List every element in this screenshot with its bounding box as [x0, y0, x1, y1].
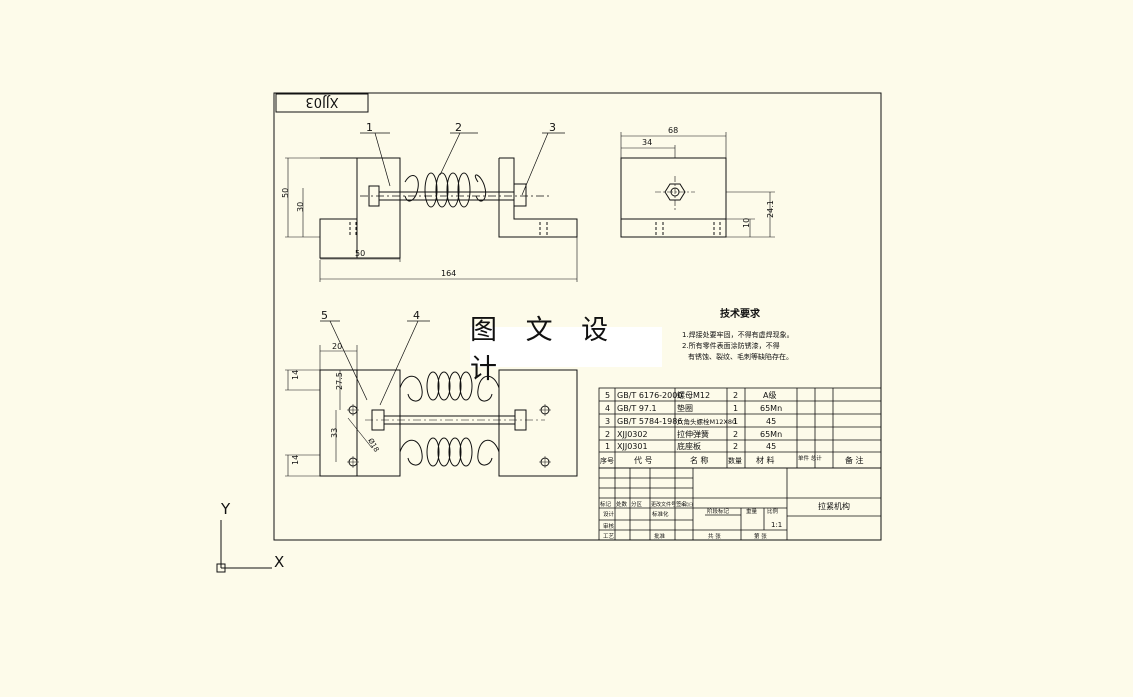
balloon-2: 2: [455, 121, 462, 134]
tb-date: 年月日: [681, 501, 693, 507]
tb-stage: 阶段标记: [707, 507, 730, 515]
bom-row-1-code: XJJ0301: [617, 442, 648, 451]
dim-top-d3: 27.5: [335, 372, 344, 390]
bom-header-code: 代 号: [634, 455, 653, 465]
tb-mark: 标记: [600, 500, 612, 508]
bom-row-4-code: GB/T 97.1: [617, 404, 657, 413]
bom-grid: [598, 387, 882, 469]
balloon-5: 5: [321, 309, 328, 322]
tech-line-3: 有锈蚀、裂纹、毛刺等缺陷存在。: [688, 352, 793, 361]
bom-header-weight: 单件 总计: [798, 454, 822, 462]
bom-row-5-qty: 2: [733, 391, 738, 400]
balloon-1: 1: [366, 121, 373, 134]
tb-change-no: 更改文件号: [651, 501, 676, 508]
spring-front: [404, 172, 487, 208]
tech-line-2: 2.所有零件表面涂防锈漆，不得: [682, 341, 780, 350]
tb-zone: 分区: [631, 500, 643, 508]
bom-row-3-qty: 1: [733, 417, 738, 426]
bom-row-4-material: 65Mn: [760, 404, 782, 413]
tb-sheet: 第 张: [754, 532, 767, 540]
tb-weight: 重量: [746, 507, 758, 515]
balloon-4: 4: [413, 309, 420, 322]
tb-part-name: 拉紧机构: [818, 501, 850, 511]
dim-front-height: 50: [281, 188, 290, 198]
side-view: [620, 132, 775, 238]
bom-row-3-material: 45: [766, 417, 776, 426]
tb-sheets: 共 张: [708, 532, 721, 540]
tb-standard: 标准化: [652, 510, 669, 518]
dim-side-half: 34: [642, 138, 652, 147]
tb-sign: 签名: [676, 500, 687, 508]
dim-side-h2: 10: [742, 218, 751, 228]
dim-top-d2: 14: [291, 370, 300, 380]
bom-row-3-no: 3: [605, 417, 610, 426]
tb-scale: 1:1: [771, 521, 782, 529]
bom-row-1-material: 45: [766, 442, 776, 451]
dim-top-dia: Ø18: [366, 437, 380, 453]
bom-row-3-name: 六角头螺栓M12X80: [677, 417, 736, 426]
sheet-border: [273, 92, 882, 541]
dim-side-h1: 24.1: [766, 200, 775, 218]
bom-header-material: 材 料: [756, 455, 775, 465]
dim-top-d5: 14: [291, 455, 300, 465]
bom-row-4-name: 垫圈: [677, 403, 693, 413]
drawing-code: XJJ03: [305, 94, 338, 109]
bom-header-no: 序号: [600, 456, 614, 465]
ucs-x-label: X: [274, 553, 284, 571]
watermark-title: 图 文 设 计: [470, 315, 662, 385]
tech-title: 技术要求: [720, 307, 761, 320]
tech-line-1: 1.焊接处要牢固，不得有虚焊现象。: [682, 330, 794, 339]
balloon-3: 3: [549, 121, 556, 134]
dim-front-bottom: 50: [355, 249, 365, 258]
bom-row-5-code: GB/T 6176-2000: [617, 391, 682, 400]
front-view: [285, 157, 578, 282]
tb-scale-label: 比例: [767, 507, 779, 515]
bom-header-qty: 数量: [728, 456, 742, 465]
spring-top-view-lower: [399, 437, 500, 467]
bom-row-4-qty: 1: [733, 404, 738, 413]
leader-lines: [320, 132, 565, 406]
top-view: [285, 345, 578, 477]
bom-row-4-no: 4: [605, 404, 610, 413]
title-block-labels: 标记 处数 分区 更改文件号 签名 年月日 设计 标准化 审核 工艺 批准 阶段…: [600, 500, 779, 540]
tb-designer: 设计: [603, 510, 615, 518]
dim-front-inner: 30: [296, 202, 305, 212]
tb-review: 审核: [603, 522, 615, 530]
bom-row-3-code: GB/T 5784-1986: [617, 417, 682, 426]
bom-row-1-qty: 2: [733, 442, 738, 451]
bom-row-2-qty: 2: [733, 430, 738, 439]
title-block-grid: [598, 467, 882, 541]
dim-side-width: 68: [668, 126, 678, 135]
bom-row-5-material: A级: [763, 390, 776, 400]
bom-row-2-no: 2: [605, 430, 610, 439]
bom-row-2-name: 拉伸弹簧: [677, 429, 709, 439]
bom-row-1-name: 底座板: [677, 441, 701, 451]
bom-row-2-code: XJJ0302: [617, 430, 648, 439]
dim-top-d4: 33: [330, 428, 339, 438]
ucs-y-label: Y: [220, 500, 231, 518]
bom-row-1-no: 1: [605, 442, 610, 451]
bom-row-5-name: 螺母M12: [677, 390, 710, 400]
bom-header-note: 备 注: [845, 455, 864, 465]
ucs-icon: [216, 520, 272, 573]
bom-rows: 5 GB/T 6176-2000 螺母M12 2 A级 4 GB/T 97.1 …: [600, 390, 864, 465]
tb-approve: 批准: [654, 532, 666, 540]
drawing-code-box: [275, 93, 369, 113]
spring-top-view-upper: [399, 371, 500, 402]
bom-row-5-no: 5: [605, 391, 610, 400]
bom-header-name: 名 称: [690, 455, 709, 465]
tb-process: 工艺: [603, 533, 615, 540]
dim-front-total: 164: [441, 269, 456, 278]
bom-row-2-material: 65Mn: [760, 430, 782, 439]
dim-top-d1: 20: [332, 342, 342, 351]
tb-count: 处数: [616, 500, 628, 508]
